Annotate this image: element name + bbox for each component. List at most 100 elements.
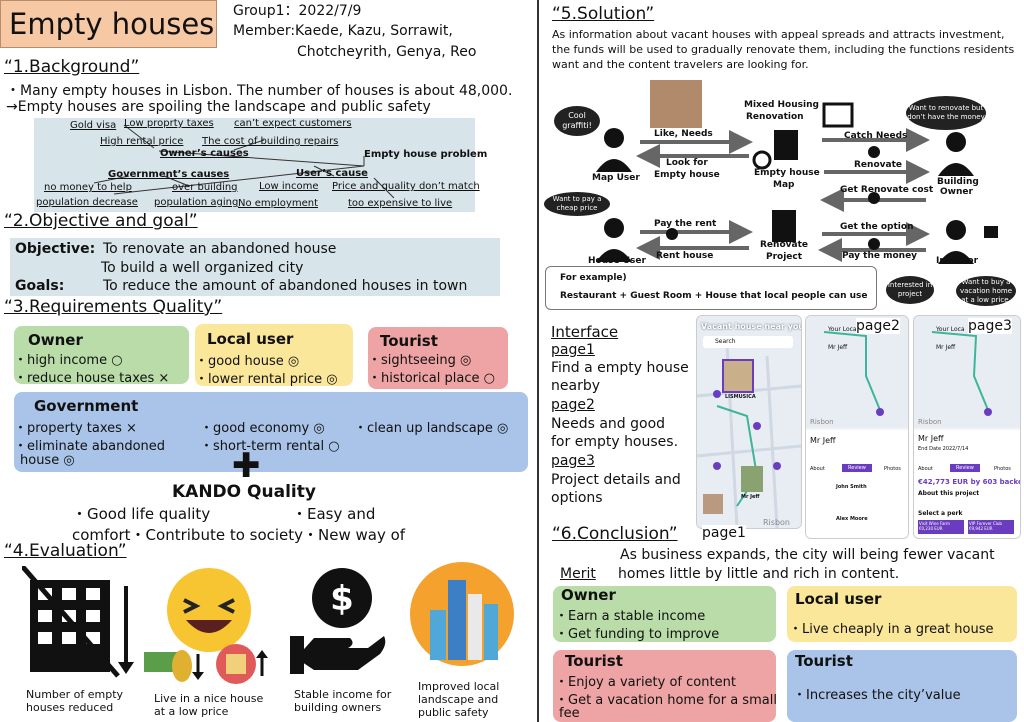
goal-1: To reduce the amount of abandoned houses… (103, 278, 468, 294)
label-renovate-project-1: Renovate (760, 240, 808, 250)
gov-req-1: ・property taxes × (14, 421, 137, 436)
laughing-face-icon (144, 568, 268, 684)
conclusion-owner-card: Owner ・Earn a stable income ・Get funding… (553, 586, 776, 642)
mockup-page1: Vacant house near you. Search LISMUSICA … (696, 315, 802, 529)
cause-no-money: no money to help (44, 182, 132, 193)
example-scroll: For example) Restaurant + Guest Room + H… (545, 266, 877, 310)
mock-risbon: Risbon (763, 518, 790, 527)
causes-fishbone (93, 124, 395, 199)
interface-page1-desc-1: Find a empty house (551, 360, 689, 376)
eval-caption-2: Live in a nice house at a low price (154, 692, 264, 718)
empty-house-problem: Empty house problem (364, 149, 488, 160)
label-empty-house: Empty house (654, 170, 720, 180)
owner-req-1: ・high income ○ (14, 353, 123, 368)
government-causes: Government’s causes (108, 169, 230, 180)
conclusion-local-title: Local user (795, 590, 882, 608)
mock3-risbon: Risbon (918, 418, 942, 426)
gov-req-4: ・good economy ◎ (200, 421, 325, 436)
tourist-req-2: ・historical place ○ (368, 371, 495, 386)
conclusion-line2: homes little by little and rich in conte… (618, 566, 900, 582)
cause-pop-aging: population aging (154, 197, 239, 208)
mock2-name: Mr Jeff (810, 436, 836, 445)
owner-requirements-card: Owner ・high income ○ ・reduce house taxes… (14, 326, 189, 386)
owner-req-2: ・reduce house taxes × (14, 371, 170, 386)
page-title: Empty houses (0, 0, 217, 48)
mock2-detail-panel: Mr Jeff About Review Photos John Smith A… (806, 430, 908, 538)
mock2-your-location: Your Loca (828, 326, 857, 333)
local-req-2: ・lower rental price ◎ (195, 372, 338, 387)
conclusion-tourist-card-1: Tourist ・Enjoy a variety of content ・Get… (553, 650, 777, 722)
svg-text:$: $ (330, 579, 354, 619)
background-heading: “1.Background” (4, 57, 140, 77)
plus-icon: ✚ (232, 446, 261, 486)
bubble-cool-graffiti: Cool graffiti! (554, 106, 600, 136)
bubble-want-renovate: Want to renovate but don’t have the mone… (906, 96, 986, 130)
label-map-user: Map User (592, 173, 640, 183)
bubble-want-pay-cheap: Want to pay a cheap price (544, 192, 610, 216)
label-house-user: House User (588, 256, 646, 266)
mock2-tab-photos[interactable]: Photos (884, 466, 901, 472)
mock3-tab-photos[interactable]: Photos (994, 466, 1011, 472)
interface-page3-desc-2: options (551, 490, 603, 506)
interface-page2-desc-1: Needs and good (551, 416, 666, 432)
tourist-req-1: ・sightseeing ◎ (368, 353, 472, 368)
eval-caption-4: Improved local landscape and public safe… (418, 680, 500, 719)
objective-box: Objective: To renovate an abandoned hous… (10, 238, 500, 296)
conclusion-owner-2: ・Get funding to improve (555, 627, 720, 642)
mock-search-input[interactable]: Search (703, 336, 793, 348)
local-user-requirements-card: Local user ・good house ◎ ・lower rental p… (195, 324, 353, 387)
label-renovate: Renovate (854, 160, 902, 170)
money-hand-icon: $ (290, 568, 386, 674)
mockup-label-page3: page3 (968, 318, 1012, 334)
example-text: Restaurant + Guest Room + House that loc… (560, 291, 868, 301)
cause-cant-expect: can’t expect customers (234, 118, 352, 129)
mock-mr-jeff: Mr Jeff (741, 494, 760, 500)
mock2-mr-jeff-pin: Mr Jeff (828, 344, 848, 351)
goals-label: Goals: (15, 278, 65, 294)
mock2-tab-review[interactable]: Review (842, 464, 872, 472)
label-get-option: Get the option (840, 222, 914, 232)
conclusion-owner-title: Owner (561, 586, 616, 604)
conclusion-local-card: Local user ・Live cheaply in a great hous… (787, 586, 1017, 642)
objective-heading: “2.Objective and goal” (4, 211, 198, 231)
conclusion-tourist1-1: ・Enjoy a variety of content (555, 675, 736, 690)
mockup-label-page2: page2 (856, 318, 900, 334)
label-renovation: Renovation (746, 112, 804, 122)
label-investor: Investor (936, 256, 979, 266)
mock3-tab-about[interactable]: About (918, 466, 933, 472)
tourist-requirements-card: Tourist ・sightseeing ◎ ・historical place… (368, 327, 508, 389)
empty-house-reduced-icon (22, 566, 134, 678)
route-map-graphic-2 (914, 316, 1020, 428)
mockup-page3: Your Loca Mr Jeff Risbon Mr Jeff End Dat… (913, 315, 1021, 539)
mock2-tab-about[interactable]: About (810, 466, 825, 472)
mock3-perk-2[interactable]: VIP Forever Club €9,942 EUR (968, 520, 1014, 534)
gov-req-2: ・eliminate abandoned (14, 439, 166, 454)
cause-gold-visa: Gold visa (70, 120, 117, 131)
solution-desc-2: the funds will be used to gradually reno… (552, 43, 1015, 56)
cause-too-expensive: too expensive to live (348, 198, 453, 209)
mock3-perk-1[interactable]: Visit Wine Farm €0,230 EUR (918, 520, 964, 534)
cause-low-taxes: Low proprty taxes (124, 118, 214, 129)
interface-heading: Interface (551, 323, 619, 341)
mock2-review-john: John Smith (836, 484, 867, 490)
label-look-for: Look for (666, 158, 708, 168)
solution-heading: “5.Solution” (552, 4, 655, 24)
cause-over-building: over building (172, 182, 238, 193)
interface-page3-desc-1: Project details and (551, 472, 681, 488)
objective-1: To renovate an abandoned house (103, 241, 337, 257)
background-line2: →Empty houses are spoiling the landscape… (6, 99, 431, 115)
tourist-card-title: Tourist (380, 332, 438, 350)
users-cause: User’s cause (296, 168, 368, 179)
mock3-your-location: Your Loca (936, 326, 965, 333)
mock3-tab-review[interactable]: Review (950, 464, 980, 472)
mock3-name: Mr Jeff (918, 434, 944, 443)
gov-req-5: ・short-term rental ○ (200, 439, 340, 454)
bubble-interested: Interested in project (886, 276, 934, 304)
label-get-renovate-cost: Get Renovate cost (840, 185, 934, 195)
local-card-title: Local user (207, 330, 294, 348)
kando-3: comfort・Contribute to society・New way of (72, 526, 406, 544)
example-title: For example) (560, 273, 627, 283)
bubble-want-buy: Want to buy a vacation home at a low pri… (956, 276, 1016, 306)
conclusion-tourist-card-2: Tourist ・Increases the city’value (787, 650, 1017, 722)
kando-title: KANDO Quality (172, 482, 316, 502)
